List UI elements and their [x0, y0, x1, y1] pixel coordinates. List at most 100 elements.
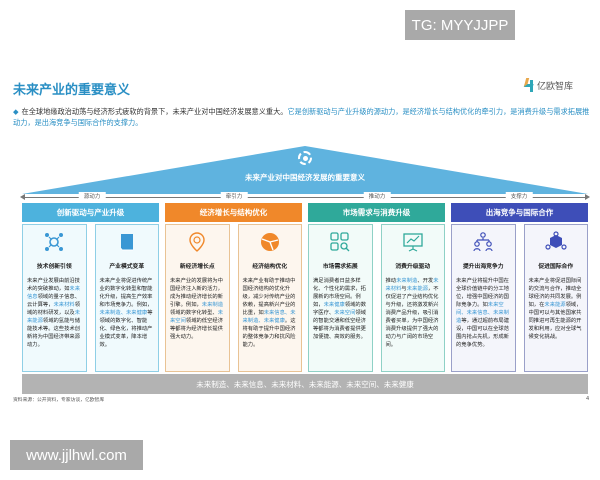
- category-header-growth: 经济增长与结构优化: [165, 203, 302, 222]
- category-group: 技术创新引领未来产业发展由前沿技术的突破推动，如未来信息领域的量子信息、云计算等…: [22, 224, 159, 372]
- watermark-tg-badge: TG: MYYJJPP: [405, 10, 515, 40]
- source-note: 资料来源：公开资料，专家访谈，亿欧智库: [13, 398, 105, 403]
- info-card: 市场需求拓展满足消费者日益多样化、个性化的需求，拓展新的市场空间。例如，未来健康…: [308, 224, 373, 372]
- card-title: 经济结构优化: [252, 264, 288, 270]
- force-label: 牵引力: [220, 192, 248, 202]
- category-header-market: 市场需求与消费升级: [308, 203, 445, 222]
- highlight-term: 未来空间、未来信息、未来制造: [456, 302, 509, 324]
- body-text: 等领域的数字化、智能化、绿色化，将推动产业模式变革，降本增效。: [99, 310, 153, 348]
- card-title: 提升出海竞争力: [462, 264, 504, 270]
- category-header-innovation: 创新驱动与产业升级: [22, 203, 159, 222]
- body-text: ，不仅促进了产业结构优化与升级，还将激发新兴消费产品升级，吸引消费者买单，为中国…: [385, 286, 439, 348]
- body-text: 未来产业有助于推动中国经济结构的优化升级，减少对传统产业的依赖，提高新兴产业的比…: [242, 278, 296, 316]
- card-body: 未来产业有助于推动中国经济结构的优化升级，减少对传统产业的依赖，提高新兴产业的比…: [243, 277, 298, 349]
- arrow-left-icon: [20, 194, 25, 200]
- logo-text: 亿欧智库: [537, 81, 574, 92]
- presentation-chart-icon: [402, 231, 424, 253]
- roof-shape: [22, 146, 588, 194]
- roof-banner: 未来产业对中国经济发展的重要意义: [22, 146, 588, 196]
- info-card: 消费升级驱动推动未来制造、开发未来材料与未来能源，不仅促进了产业结构优化与升级，…: [380, 224, 445, 372]
- info-card: 经济结构优化未来产业有助于推动中国经济结构的优化升级，减少对传统产业的依赖，提高…: [237, 224, 302, 372]
- category-group: 市场需求拓展满足消费者日益多样化、个性化的需求，拓展新的市场空间。例如，未来健康…: [308, 224, 445, 372]
- info-card: 产业模式变革未来产业将促进传统产业的数字化转型和智能化升级，提高生产效率和市场竞…: [94, 224, 159, 372]
- highlight-term: 未来空间: [334, 310, 356, 316]
- body-text: 与: [401, 286, 407, 292]
- info-card: 技术创新引领未来产业发展由前沿技术的突破推动，如未来信息领域的量子信息、云计算等…: [22, 224, 87, 372]
- force-axis: 源动力 牵引力 推动力 支撑力: [20, 192, 590, 202]
- body-text: 领域的氢能与储能技术等。这些技术创新将为中国经济带来源动力。: [27, 318, 80, 348]
- body-text: 领域的量子信息、云计算等，: [27, 294, 80, 308]
- info-card: 新经济增长点未来产业的发展将为中国经济注入新的活力，成为推动经济增长的新引擎。例…: [165, 224, 230, 372]
- body-text: 未来产业的发展将为中国经济注入新的活力，成为推动经济增长的新引擎。例如，: [170, 278, 223, 308]
- highlight-term: 未来制造: [396, 278, 418, 284]
- force-label: 推动力: [363, 192, 391, 202]
- brand-logo: 亿欧智库: [525, 78, 573, 92]
- card-body: 未来产业将促进国际间的交流与合作，推动全球经济的共同发展。例如，在未来能源领域，…: [529, 277, 584, 341]
- card-title: 市场需求拓展: [322, 264, 358, 270]
- diamond-bullet-icon: ◆: [13, 107, 19, 116]
- card-body: 未来产业的发展将为中国经济注入新的活力，成为推动经济增长的新引擎。例如，未来制造…: [170, 277, 225, 341]
- highlight-term: 未来能源: [544, 302, 566, 308]
- body-text: 满足消费者日益多样化、个性化的需求，拓展新的市场空间。例如，: [313, 278, 366, 308]
- category-headers: 创新驱动与产业升级 经济增长与结构优化 市场需求与消费升级 出海竞争与国际合作: [22, 203, 588, 222]
- category-header-global: 出海竞争与国际合作: [451, 203, 588, 222]
- force-axis-line: [22, 197, 588, 198]
- team-hierarchy-icon: [472, 231, 494, 253]
- body-text: 。这将有助于提升中国经济的整体竞争力和抗风险能力。: [242, 318, 296, 348]
- highlight-term: 未来空间: [170, 310, 223, 324]
- card-title: 消费升级驱动: [395, 264, 431, 270]
- info-card: 提升出海竞争力未来产业将提升中国在全球价值链中的分工地位，增强中国经济的国际竞争…: [451, 224, 516, 372]
- body-text: 领域的智能交通和低空经济等都将为消费者提供更加便捷、高效的服务。: [313, 310, 367, 340]
- highlight-term: 未来制造、未来健康: [99, 310, 148, 316]
- card-body: 满足消费者日益多样化、个性化的需求，拓展新的市场空间。例如，未来健康领域的数字医…: [313, 277, 368, 341]
- highlight-term: 未来材料: [385, 278, 439, 292]
- body-text: 未来产业将促进传统产业的数字化转型和智能化升级，提高生产效率和市场竞争力。例如，: [99, 278, 153, 308]
- body-text: 、开发: [417, 278, 434, 284]
- card-body: 未来产业将提升中国在全球价值链中的分工地位，增强中国经济的国际竞争力。如未来空间…: [456, 277, 511, 349]
- card-body: 未来产业将促进传统产业的数字化转型和智能化升级，提高生产效率和市场竞争力。例如，…: [100, 277, 155, 349]
- info-card: 促进国际合作未来产业将促进国际间的交流与合作，推动全球经济的共同发展。例如，在未…: [523, 224, 588, 372]
- body-text: 领域的低空经济等都将为经济增长提供强大动力。: [170, 318, 223, 340]
- body-text: 等，通过超前布局建设，中国可以在全球范围内抢占先机，形成新的竞争优势。: [456, 318, 509, 348]
- body-text: 未来产业发展由前沿技术的突破推动，如: [27, 278, 80, 292]
- highlight-term: 未来信息: [27, 286, 80, 300]
- cards-area: 技术创新引领未来产业发展由前沿技术的突破推动，如未来信息领域的量子信息、云计算等…: [22, 224, 588, 372]
- body-text: 未来产业将促进国际间的交流与合作，推动全球经济的共同发展。例如，在: [528, 278, 582, 308]
- highlight-term: 未来能源: [406, 286, 428, 292]
- card-title: 产业模式变革: [109, 264, 145, 270]
- body-text: 未来产业将提升中国在全球价值链中的分工地位，增强中国经济的国际竞争力。如: [456, 278, 509, 308]
- body-text: 领域，中国可以与其他国家共同推进可再生能源的开发和利用，应对全球气候变化挑战。: [528, 302, 582, 340]
- card-title: 促进国际合作: [538, 264, 574, 270]
- roof-title: 未来产业对中国经济发展的重要意义: [245, 173, 365, 182]
- highlight-term: 未来健康: [323, 302, 345, 308]
- page-title: 未来产业的重要意义: [13, 83, 131, 98]
- grid-search-icon: [329, 231, 351, 253]
- card-title: 技术创新引领: [36, 264, 72, 270]
- body-text: 推动: [385, 278, 397, 284]
- intro-highlight: 它是创新驱动与产业升级的源动力，是经济增长与结构优化的牵引力，是消费升级与需求拓…: [13, 107, 590, 127]
- highlight-term: 未来信息、未来制造、未来健康: [242, 310, 296, 324]
- future-industries-bar: 未来制造、未来信息、未来材料、未来能源、未来空间、未来健康: [22, 374, 588, 394]
- network-cog-icon: [43, 231, 65, 253]
- location-pin-icon: [186, 231, 208, 253]
- watermark-site-badge: www.jjlhwl.com: [10, 440, 143, 470]
- cooperation-cube-icon: [545, 231, 567, 253]
- card-body: 未来产业发展由前沿技术的突破推动，如未来信息领域的量子信息、云计算等，未来材料领…: [27, 277, 82, 349]
- force-label: 支撑力: [505, 192, 533, 202]
- category-group: 新经济增长点未来产业的发展将为中国经济注入新的活力，成为推动经济增长的新引擎。例…: [165, 224, 302, 372]
- category-group: 提升出海竞争力未来产业将提升中国在全球价值链中的分工地位，增强中国经济的国际竞争…: [451, 224, 588, 372]
- card-title: 新经济增长点: [179, 264, 215, 270]
- target-icon: [298, 151, 312, 165]
- card-body: 推动未来制造、开发未来材料与未来能源，不仅促进了产业结构优化与升级，还将激发新兴…: [386, 277, 441, 349]
- arrow-right-icon: [585, 194, 590, 200]
- highlight-term: 未来材料: [53, 302, 75, 308]
- highlight-term: 未来制造: [201, 302, 223, 308]
- body-text: 领域的数字医疗、: [313, 302, 367, 316]
- body-text: 领域的材料研发，以及: [27, 302, 81, 316]
- force-label: 源动力: [78, 192, 106, 202]
- book-icon: [116, 231, 138, 253]
- highlight-term: 未来能源: [27, 310, 80, 324]
- page-number: 4: [586, 396, 590, 402]
- body-text: 领域的数字化转型、: [170, 310, 218, 316]
- intro-paragraph: ◆在全球地缘政治动荡与经济形式疲软的背景下，未来产业对中国经济发展意义重大。它是…: [13, 106, 593, 128]
